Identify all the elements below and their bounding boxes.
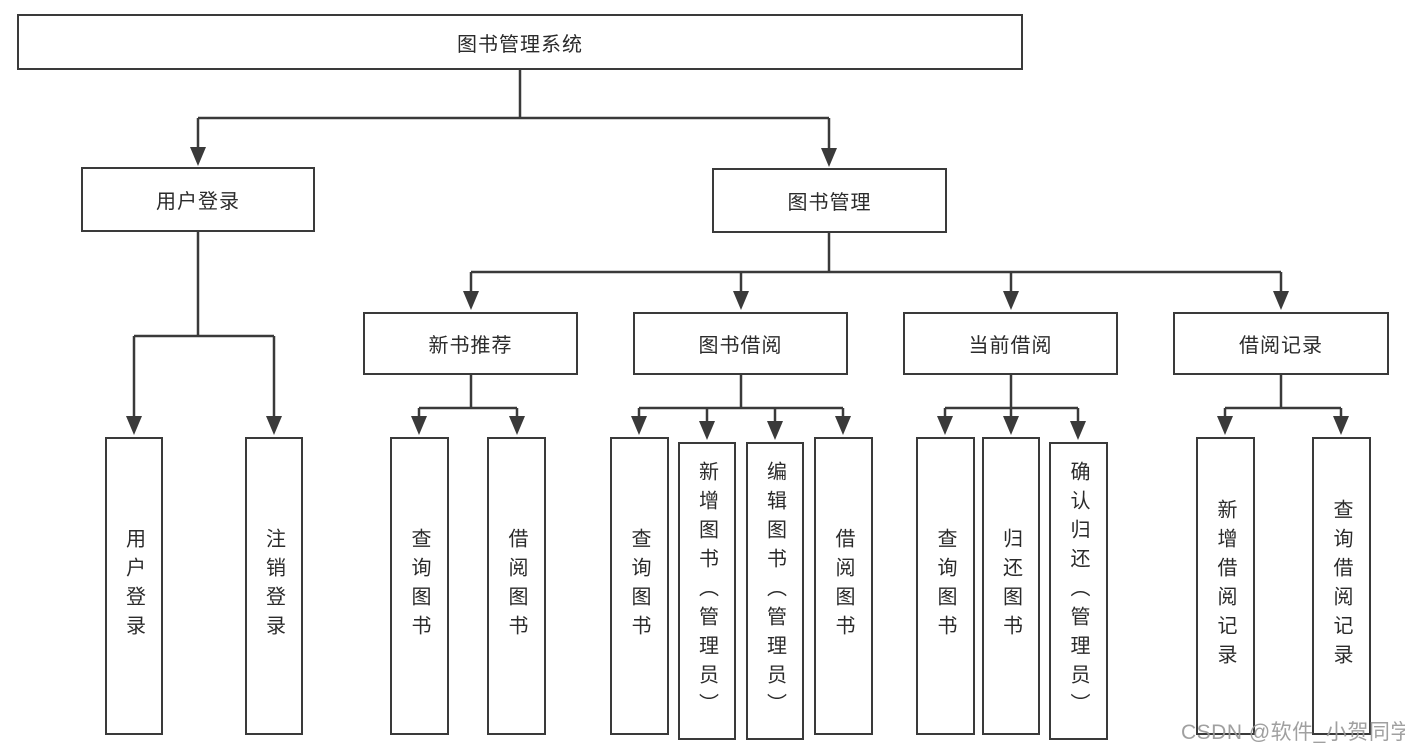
node-label: 查询图书 — [628, 528, 650, 644]
node-book-borrowing: 图书借阅 — [633, 312, 848, 375]
node-leaf-edit-book-admin: 编辑图书（管理员） — [746, 442, 804, 740]
node-leaf-add-borrow-record: 新增借阅记录 — [1196, 437, 1255, 735]
node-leaf-borrow-books-2: 借阅图书 — [814, 437, 873, 735]
node-label: 编辑图书（管理员） — [763, 460, 786, 722]
node-leaf-query-books-2: 查询图书 — [610, 437, 669, 735]
node-user-login: 用户登录 — [81, 167, 315, 232]
node-leaf-query-borrow-record: 查询借阅记录 — [1312, 437, 1371, 735]
csdn-watermark: CSDN @软件_小贺同学 — [1181, 721, 1405, 744]
node-leaf-query-books-1: 查询图书 — [390, 437, 449, 735]
node-label: 注销登录 — [262, 528, 285, 644]
node-leaf-confirm-return-admin: 确认归还（管理员） — [1049, 442, 1108, 740]
node-leaf-user-login: 用户登录 — [105, 437, 163, 735]
node-current-borrowing: 当前借阅 — [903, 312, 1118, 375]
node-label: 查询图书 — [408, 528, 430, 644]
node-label: 归还图书 — [999, 528, 1022, 644]
node-leaf-borrow-books-1: 借阅图书 — [487, 437, 546, 735]
node-label: 借阅图书 — [832, 528, 854, 644]
node-leaf-query-books-3: 查询图书 — [916, 437, 975, 735]
node-label: 新增图书（管理员） — [695, 460, 718, 722]
node-root-library-system: 图书管理系统 — [17, 14, 1023, 70]
node-borrowing-records: 借阅记录 — [1173, 312, 1389, 375]
arrowheads — [126, 147, 1349, 440]
node-label: 借阅记录 — [1239, 335, 1323, 357]
node-label: 新书推荐 — [428, 335, 513, 357]
node-label: 用户登录 — [122, 528, 145, 644]
node-leaf-logout: 注销登录 — [245, 437, 303, 735]
node-leaf-return-books: 归还图书 — [982, 437, 1040, 735]
node-leaf-add-book-admin: 新增图书（管理员） — [678, 442, 736, 740]
node-book-management: 图书管理 — [712, 168, 947, 233]
node-new-book-recommend: 新书推荐 — [363, 312, 578, 375]
node-label: 图书管理 — [787, 192, 872, 214]
node-label: 查询借阅记录 — [1330, 499, 1352, 673]
node-label: 用户登录 — [156, 191, 240, 213]
node-label: 借阅图书 — [505, 528, 527, 644]
node-label: 图书借阅 — [698, 335, 783, 357]
node-label: 新增借阅记录 — [1214, 499, 1236, 673]
node-label: 图书管理系统 — [457, 33, 583, 56]
node-label: 确认归还（管理员） — [1067, 460, 1089, 722]
node-label: 当前借阅 — [968, 335, 1053, 357]
node-label: 查询图书 — [934, 528, 956, 644]
